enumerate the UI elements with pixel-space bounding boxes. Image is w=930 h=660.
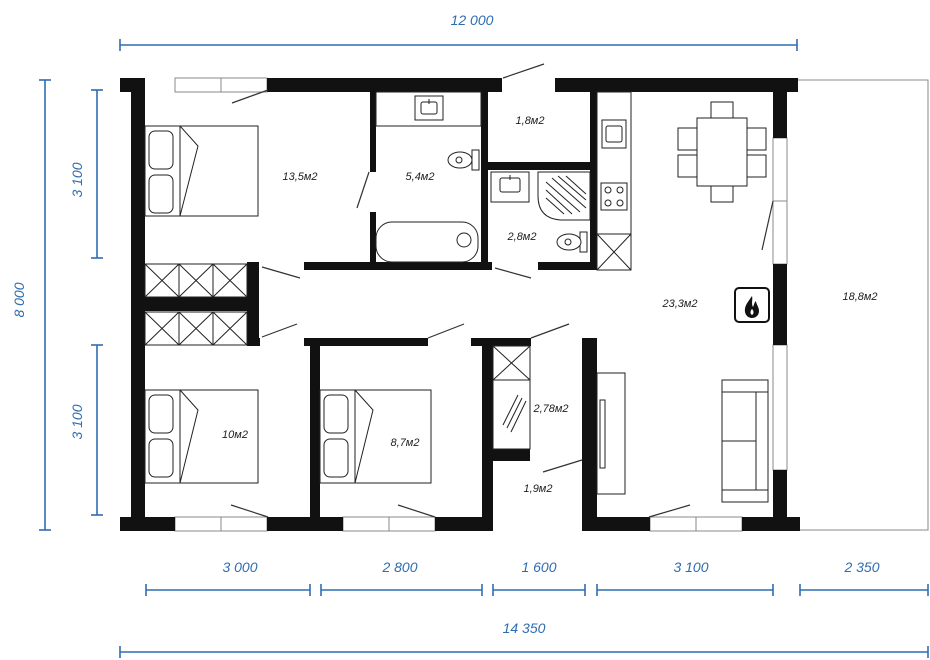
room-area-bedroom-3: 8,7м2 xyxy=(391,437,420,449)
sink-icon xyxy=(490,171,530,203)
dimension-top-total-label: 12 000 xyxy=(451,12,494,28)
bathtub-icon xyxy=(375,221,479,263)
dimension-left-total-label: 8 000 xyxy=(11,282,27,317)
bed-icon xyxy=(144,389,259,484)
room-area-living-kitchen: 23,3м2 xyxy=(661,298,697,310)
kitchen-counter xyxy=(596,91,632,271)
dimension-top-total: 12 000 xyxy=(119,12,798,51)
room-area-shower-room: 2,8м2 xyxy=(507,231,537,243)
stove-icon xyxy=(600,182,628,211)
dimension-left-total: 8 000 xyxy=(11,79,51,531)
room-area-bathroom: 5,4м2 xyxy=(406,171,435,183)
fireplace-icon xyxy=(734,287,770,323)
dimension-bottom-total-label: 14 350 xyxy=(503,620,546,636)
dimension-left-upper-label: 3 100 xyxy=(69,162,85,197)
sofa-icon xyxy=(721,379,769,503)
dining-table-icon xyxy=(677,101,767,203)
room-labels: 13,5м2 5,4м2 1,8м2 2,8м2 23,3м2 18,8м2 1… xyxy=(222,115,877,495)
shower-icon xyxy=(537,171,591,221)
bed-icon xyxy=(144,125,259,217)
dimension-left-lower-label: 3 100 xyxy=(69,404,85,439)
toilet-icon xyxy=(447,149,480,171)
dimension-bottom-segments: 3 000 2 800 1 600 3 100 2 350 xyxy=(145,559,929,596)
closet-lower xyxy=(144,311,248,346)
dimension-bottom-3-label: 1 600 xyxy=(521,559,556,575)
room-area-entry: 1,9м2 xyxy=(524,483,553,495)
room-area-bedroom-2: 10м2 xyxy=(222,429,248,441)
sink-icon xyxy=(414,95,444,121)
room-area-hall-small: 1,8м2 xyxy=(516,115,545,127)
toilet-icon xyxy=(556,231,588,253)
bathroom-fixtures xyxy=(375,91,482,263)
walls xyxy=(120,78,800,531)
dimension-bottom-5-label: 2 350 xyxy=(843,559,879,575)
windows xyxy=(174,77,788,532)
room-area-wardrobe: 2,78м2 xyxy=(532,403,568,415)
room-area-terrace: 18,8м2 xyxy=(842,291,877,303)
dimension-left-upper: 3 100 xyxy=(69,89,103,259)
door-swings xyxy=(230,63,774,518)
dimension-left-lower: 3 100 xyxy=(69,344,103,516)
dimension-bottom-2-label: 2 800 xyxy=(381,559,417,575)
tv-cabinet-icon xyxy=(596,372,626,495)
closet-upper xyxy=(144,263,248,298)
wardrobe-icon xyxy=(492,345,531,450)
bed-icon xyxy=(319,389,432,484)
room-area-bedroom-1: 13,5м2 xyxy=(282,171,317,183)
dimension-bottom-4-label: 3 100 xyxy=(673,559,708,575)
sink-icon xyxy=(601,119,627,149)
dimension-bottom-total: 14 350 xyxy=(119,620,929,658)
shower-room-fixtures xyxy=(490,171,591,253)
terrace xyxy=(785,79,929,531)
dimension-bottom-1-label: 3 000 xyxy=(222,559,257,575)
